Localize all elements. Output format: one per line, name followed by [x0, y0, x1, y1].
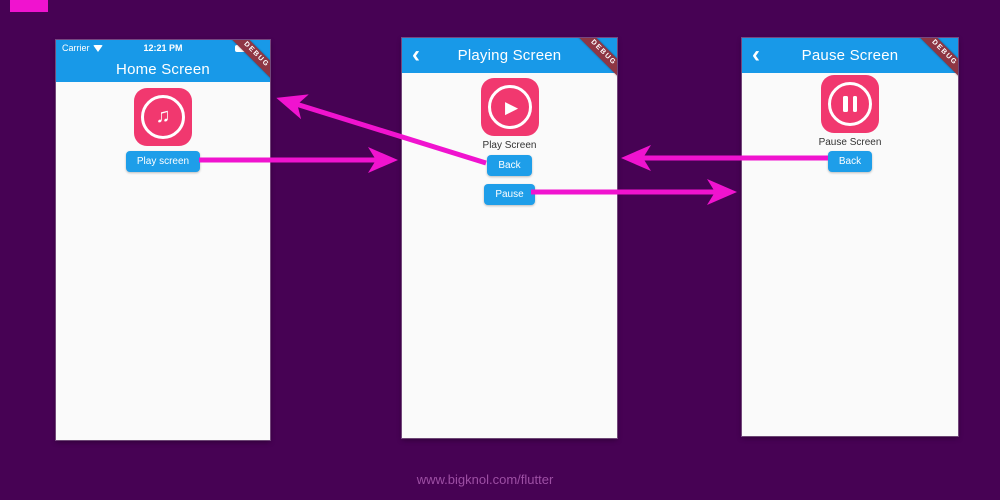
- back-button[interactable]: Back: [487, 155, 532, 176]
- music-note-icon: ♫: [134, 88, 192, 146]
- screen-caption: Pause Screen: [818, 137, 882, 148]
- back-chevron-icon[interactable]: ‹: [752, 40, 760, 68]
- appbar-pause: ‹ Pause Screen: [742, 38, 958, 73]
- play-screen-button[interactable]: Play screen: [125, 151, 201, 172]
- pause-content: Pause Screen Back: [742, 73, 958, 172]
- play-icon: ▶: [480, 78, 539, 136]
- phone-screen-home: Carrier 12:21 PM Home Screen DEBUG ♫ Pla…: [56, 40, 270, 440]
- home-content: ♫ Play screen: [56, 82, 270, 172]
- pink-banner-fragment: [10, 0, 48, 12]
- pause-button[interactable]: Pause: [484, 184, 535, 205]
- page-title: Home Screen: [116, 60, 210, 78]
- carrier-text: Carrier: [62, 43, 90, 53]
- back-chevron-icon[interactable]: ‹: [412, 40, 420, 68]
- wifi-icon: [92, 44, 103, 52]
- phone-screen-playing: ‹ Playing Screen DEBUG ▶ Play Screen Bac…: [402, 38, 617, 438]
- appbar-home: Home Screen: [56, 56, 270, 82]
- back-button[interactable]: Back: [827, 151, 873, 172]
- playing-content: ▶ Play Screen Back Pause: [402, 73, 617, 205]
- appbar-playing: ‹ Playing Screen: [402, 38, 617, 73]
- screen-caption: Play Screen: [482, 140, 537, 151]
- status-time: 12:21 PM: [143, 43, 183, 53]
- carrier-label: Carrier: [62, 43, 103, 53]
- pause-icon: [821, 75, 879, 133]
- phone-screen-pause: ‹ Pause Screen DEBUG Pause Screen Back: [742, 38, 958, 436]
- page-title: Playing Screen: [457, 47, 562, 64]
- page-title: Pause Screen: [801, 47, 899, 64]
- watermark-url: www.bigknol.com/flutter: [416, 472, 554, 487]
